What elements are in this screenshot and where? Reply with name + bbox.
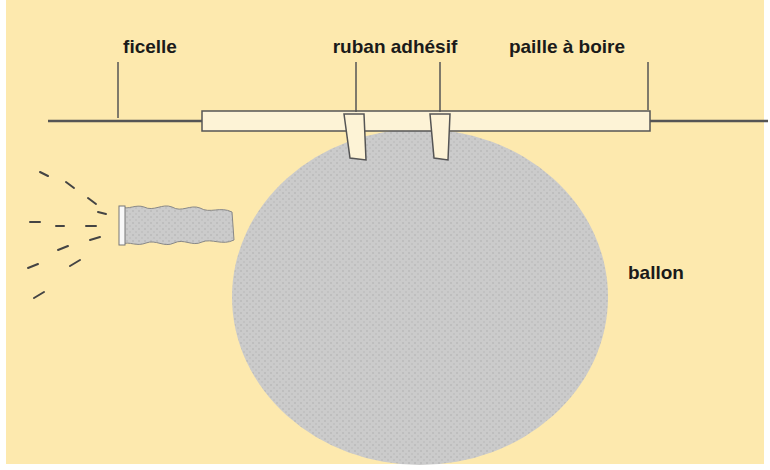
part-label: ficelle xyxy=(123,36,177,59)
balloon-mouth xyxy=(119,206,125,245)
straw xyxy=(202,111,650,131)
tape-strip xyxy=(430,114,450,160)
part-label: ballon xyxy=(628,262,684,285)
balloon-neck xyxy=(122,206,234,245)
part-label: ruban adhésif xyxy=(333,36,458,59)
air-jet xyxy=(28,172,106,298)
balloon-body xyxy=(232,129,608,465)
leader-line xyxy=(118,62,648,118)
background xyxy=(6,0,764,464)
tape-strip xyxy=(344,114,366,160)
part-label: paille à boire xyxy=(509,36,625,59)
